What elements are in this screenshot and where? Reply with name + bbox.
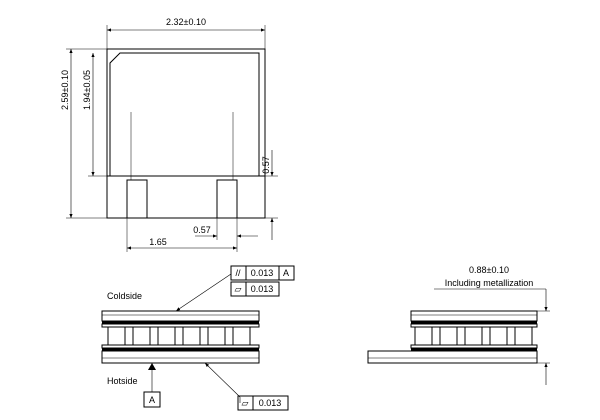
- hot-plate: [101, 350, 260, 364]
- top-view-outline: [106, 48, 266, 219]
- dim-thickness-note: Including metallization: [445, 278, 534, 288]
- hotside-label: Hotside: [107, 376, 138, 386]
- flatness-symbol: ▱: [235, 284, 242, 294]
- pad-left: [126, 179, 148, 219]
- tolerance-frame-top: // 0.013 A ▱ 0.013: [230, 265, 295, 297]
- thermo-elements: [101, 321, 260, 351]
- flatness-value: 0.013: [251, 284, 274, 294]
- side-view-left: Coldside Hotside A // 0.013 A ▱ 0.013: [101, 265, 295, 411]
- right-thermo-elements: [410, 321, 538, 351]
- dim-pad-span: 1.65: [149, 237, 167, 247]
- right-hot-plate: [367, 350, 538, 364]
- dim-height-inner: 1.94±0.05: [82, 70, 92, 110]
- right-cold-plate: [410, 310, 538, 322]
- flatness-bottom-symbol: ▱: [242, 398, 249, 408]
- dim-pad-width: 0.57: [193, 225, 211, 235]
- side-view-right: 0.88±0.10 Including metallization: [367, 265, 550, 385]
- dim-thickness: 0.88±0.10: [469, 265, 509, 275]
- dim-height-overall: 2.59±0.10: [60, 70, 70, 110]
- parallelism-value: 0.013: [251, 268, 274, 278]
- tolerance-frame-bottom: ▱ 0.013: [237, 395, 289, 411]
- pad-right: [216, 179, 238, 219]
- top-view-plate: [109, 52, 260, 177]
- top-view: 2.32±0.10 2.59±0.10 1.94±0.05 0.57 0.57 …: [60, 17, 278, 252]
- datum-label: A: [149, 395, 155, 405]
- dim-width-overall: 2.32±0.10: [166, 17, 206, 27]
- flatness-bottom-value: 0.013: [259, 398, 282, 408]
- parallelism-datum: A: [283, 268, 289, 278]
- cold-plate: [101, 310, 260, 322]
- parallelism-symbol: //: [235, 268, 241, 278]
- coldside-label: Coldside: [107, 291, 142, 301]
- dim-pad-height: 0.57: [261, 156, 271, 174]
- datum-box: [143, 391, 161, 408]
